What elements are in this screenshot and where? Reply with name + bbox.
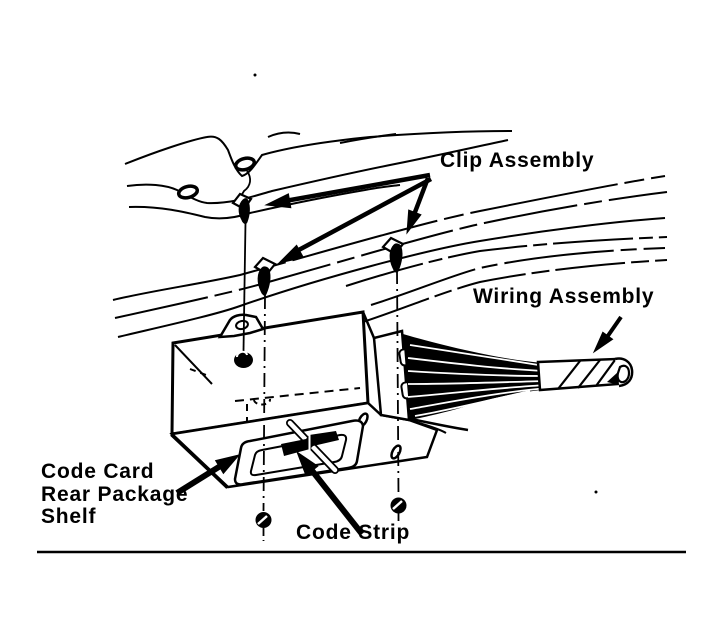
clip-b <box>253 256 277 296</box>
label-code-strip: Code Strip <box>296 521 411 544</box>
label-code-card-line2: Rear Package <box>41 482 189 506</box>
arrow-wiring <box>592 315 623 354</box>
label-wiring-assembly: Wiring Assembly <box>473 285 655 308</box>
clip-c <box>381 236 405 273</box>
shelf-contour-lines <box>112 130 668 338</box>
push-nut-right <box>390 497 407 514</box>
fasteners <box>234 350 407 528</box>
label-code-card-line1: Code Card <box>41 460 155 483</box>
clip-assemblies <box>231 192 405 296</box>
callout-arrows <box>175 172 623 536</box>
clip-a <box>231 192 253 224</box>
arrow-clip-b <box>277 177 433 264</box>
mounting-tab <box>217 313 265 339</box>
label-clip-assembly: Clip Assembly <box>440 149 595 172</box>
module-box <box>169 310 439 489</box>
arrow-code-card <box>175 454 241 496</box>
shelf-slot-upper <box>233 156 257 172</box>
arrow-code-strip <box>295 450 365 536</box>
label-code-card-rear-package-shelf: Code Card Rear Package Shelf <box>41 460 189 529</box>
wire-strands <box>407 344 549 417</box>
stray-dot-right <box>594 490 598 494</box>
stray-dot-top <box>253 73 257 77</box>
code-strip-shape <box>281 419 339 474</box>
tape-wrap <box>536 357 634 392</box>
arrow-clip-c <box>406 177 431 235</box>
label-code-card-line3: Shelf <box>41 505 97 528</box>
wiring-harness <box>403 334 634 434</box>
arrow-clip-a <box>264 172 431 209</box>
centerlines <box>242 221 400 541</box>
push-nut-left <box>255 512 272 528</box>
shelf-slot-lower <box>176 184 200 200</box>
grommet-top <box>234 350 253 368</box>
